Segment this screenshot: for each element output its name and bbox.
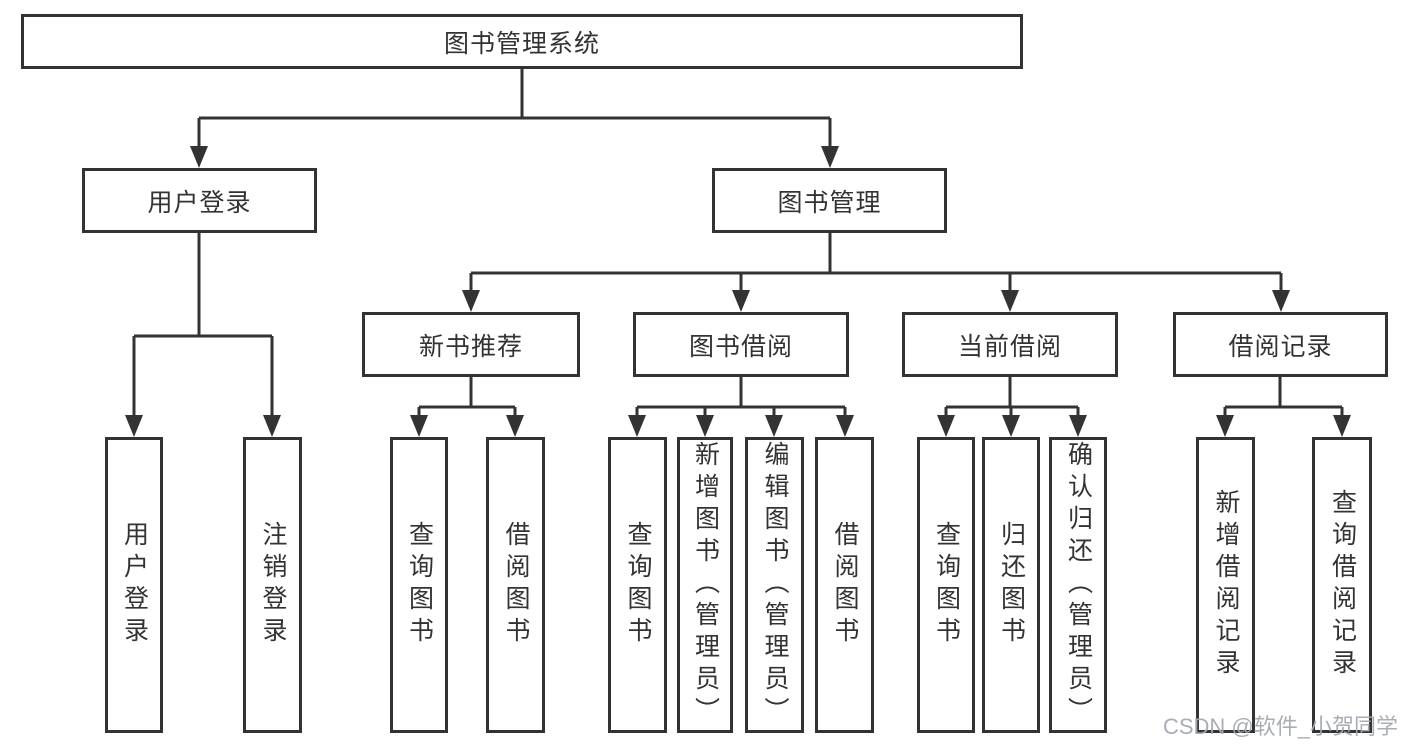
leaf-query-books-borrowing: 查询图书 <box>608 437 667 733</box>
node-borrow-records: 借阅记录 <box>1173 312 1388 377</box>
node-current-borrowing: 当前借阅 <box>902 312 1118 377</box>
node-book-management: 图书管理 <box>712 168 947 233</box>
leaf-query-borrow-record: 查询借阅记录 <box>1312 437 1372 733</box>
connector-path <box>132 69 1344 419</box>
node-user-login: 用户登录 <box>82 168 317 233</box>
leaf-borrow-books-recommend: 借阅图书 <box>486 437 545 733</box>
node-root-library-system: 图书管理系统 <box>21 14 1023 69</box>
leaf-add-books-admin: 新增图书（管理员） <box>677 437 733 733</box>
leaf-user-login: 用户登录 <box>105 437 163 733</box>
leaf-edit-books-admin: 编辑图书（管理员） <box>745 437 804 733</box>
leaf-borrow-books-borrowing: 借阅图书 <box>815 437 874 733</box>
node-new-book-recommend: 新书推荐 <box>362 312 580 377</box>
leaf-add-borrow-record: 新增借阅记录 <box>1196 437 1255 733</box>
arrowheads <box>125 146 1351 437</box>
node-book-borrowing: 图书借阅 <box>633 312 849 377</box>
leaf-return-books: 归还图书 <box>982 437 1040 733</box>
leaf-confirm-return-admin: 确认归还（管理员） <box>1049 437 1107 733</box>
leaf-query-books-recommend: 查询图书 <box>390 437 448 733</box>
leaf-logout: 注销登录 <box>243 437 302 733</box>
leaf-query-books-current: 查询图书 <box>917 437 975 733</box>
